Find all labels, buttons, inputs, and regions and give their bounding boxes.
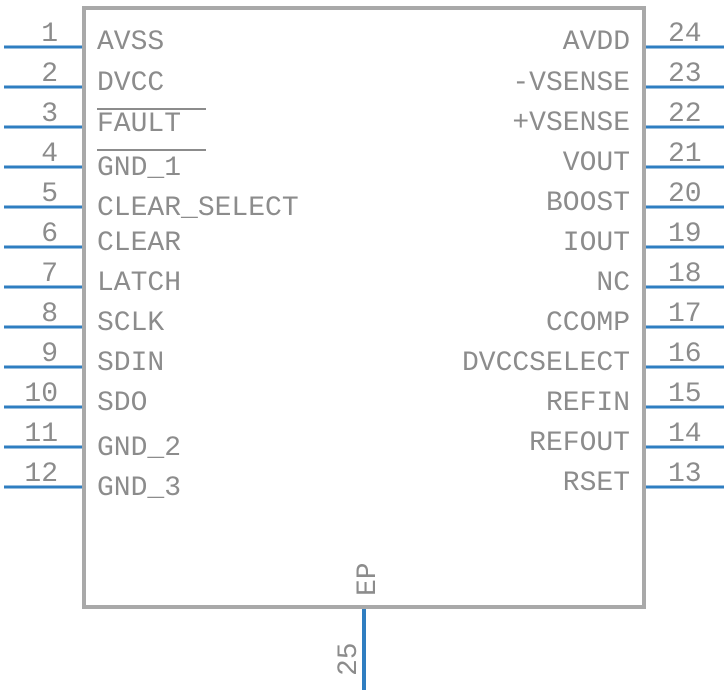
pin-15-number: 15 — [668, 379, 702, 410]
component-body — [82, 6, 646, 609]
pin-20-number: 20 — [668, 179, 702, 210]
pin-21-name-vout: VOUT — [563, 148, 630, 179]
pin-25-name: EP — [353, 562, 384, 596]
pin-17-number: 17 — [668, 299, 702, 330]
pin-14-number: 14 — [668, 419, 702, 450]
pin-4-name-gnd-1: GND_1 — [97, 153, 181, 184]
pin-10-name-sdo: SDO — [97, 388, 147, 419]
pin-20-name-boost: BOOST — [546, 188, 630, 219]
pin-19-number: 19 — [668, 219, 702, 250]
pin-6-number: 6 — [41, 219, 58, 250]
pin-10-number: 10 — [24, 379, 58, 410]
right-pin-group: 24 AVDD 23 -VSENSE 22 +VSENSE 21 VOUT 20 BOOST 19 I… — [462, 19, 724, 499]
pin-12-number: 12 — [24, 459, 58, 490]
pin-2-name-dvcc: DVCC — [97, 68, 164, 99]
pin-23-name-vsense: -VSENSE — [512, 68, 630, 99]
pin-1-name-avss: AVSS — [97, 27, 164, 58]
pin-24-name-avdd: AVDD — [563, 27, 630, 58]
pin-9-number: 9 — [41, 339, 58, 370]
pin-22-number: 22 — [668, 99, 702, 130]
pin-19-name-iout: IOUT — [563, 228, 630, 259]
pin-12-name-gnd-3: GND_3 — [97, 473, 181, 504]
pin-11-name-gnd-2: GND_2 — [97, 433, 181, 464]
pin-4-number: 4 — [41, 139, 58, 170]
pin-17-name-ccomp: CCOMP — [546, 308, 630, 339]
pin-1-number: 1 — [41, 19, 58, 50]
bottom-pin-group: 25 EP — [334, 562, 384, 690]
pin-13-name-rset: RSET — [563, 468, 630, 499]
pin-16-number: 16 — [668, 339, 702, 370]
pin-6-name-clear: CLEAR — [97, 228, 181, 259]
pin-11-number: 11 — [24, 419, 58, 450]
pin-3-name-fault: FAULT — [97, 109, 181, 140]
pin-2-number: 2 — [41, 59, 58, 90]
pin-5-name-clear-select: CLEAR_SELECT — [97, 193, 299, 224]
pin-9-name-sdin: SDIN — [97, 348, 164, 379]
pin-18-name-nc: NC — [596, 268, 630, 299]
pin-24-number: 24 — [668, 19, 702, 50]
pin-8-number: 8 — [41, 299, 58, 330]
pin-22-name-vsense: +VSENSE — [512, 108, 630, 139]
pin-25-number: 25 — [334, 642, 365, 676]
pin-5-number: 5 — [41, 179, 58, 210]
pin-16-name-dvccselect: DVCCSELECT — [462, 348, 630, 379]
pin-15-name-refin: REFIN — [546, 388, 630, 419]
pin-7-number: 7 — [41, 259, 58, 290]
pin-13-number: 13 — [668, 459, 702, 490]
pin-23-number: 23 — [668, 59, 702, 90]
left-pin-group: 1 AVSS 2 DVCC 3 FAULT 4 GND_1 5 CLEAR_SELECT 6 CLEA… — [4, 19, 299, 504]
pin-3-number: 3 — [41, 99, 58, 130]
pin-7-name-latch: LATCH — [97, 268, 181, 299]
pin-18-number: 18 — [668, 259, 702, 290]
pin-21-number: 21 — [668, 139, 702, 170]
pin-8-name-sclk: SCLK — [97, 308, 164, 339]
pin-14-name-refout: REFOUT — [529, 428, 630, 459]
